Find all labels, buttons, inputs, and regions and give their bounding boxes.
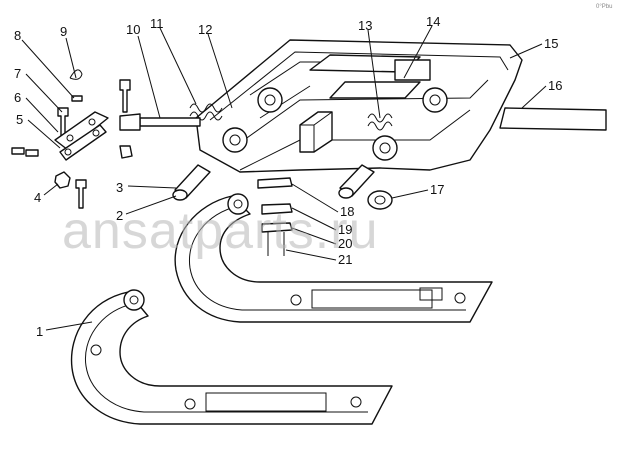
callout-17: 17 [430, 182, 444, 197]
callout-12: 12 [198, 22, 212, 37]
callout-21: 21 [338, 252, 352, 267]
callout-3: 3 [116, 180, 123, 195]
main-assembly [119, 39, 607, 201]
callout-10: 10 [126, 22, 140, 37]
callout-15: 15 [544, 36, 558, 51]
leader-lines [21, 25, 547, 331]
callout-18: 18 [340, 204, 354, 219]
callout-20: 20 [338, 236, 352, 251]
callout-11: 11 [150, 16, 164, 31]
callout-16: 16 [548, 78, 562, 93]
callout-labels: 1 2 3 4 5 6 7 8 9 10 11 12 13 14 15 16 1… [14, 14, 562, 339]
curved-frame-lower [70, 289, 393, 425]
callout-19: 19 [338, 222, 352, 237]
watermark-text: ansatparts.ru [62, 202, 379, 260]
callout-9: 9 [60, 24, 67, 39]
callout-8: 8 [14, 28, 21, 43]
corner-mark: 0°Pbu [596, 4, 612, 10]
callout-1: 1 [36, 324, 43, 339]
callout-2: 2 [116, 208, 123, 223]
callout-4: 4 [34, 190, 41, 205]
curved-frame-upper [174, 193, 493, 323]
callout-5: 5 [16, 112, 23, 127]
callout-13: 13 [358, 18, 372, 33]
callout-14: 14 [426, 14, 440, 29]
small-parts-18-21 [257, 177, 393, 256]
left-hardware [11, 69, 133, 209]
callout-6: 6 [14, 90, 21, 105]
callout-7: 7 [14, 66, 21, 81]
